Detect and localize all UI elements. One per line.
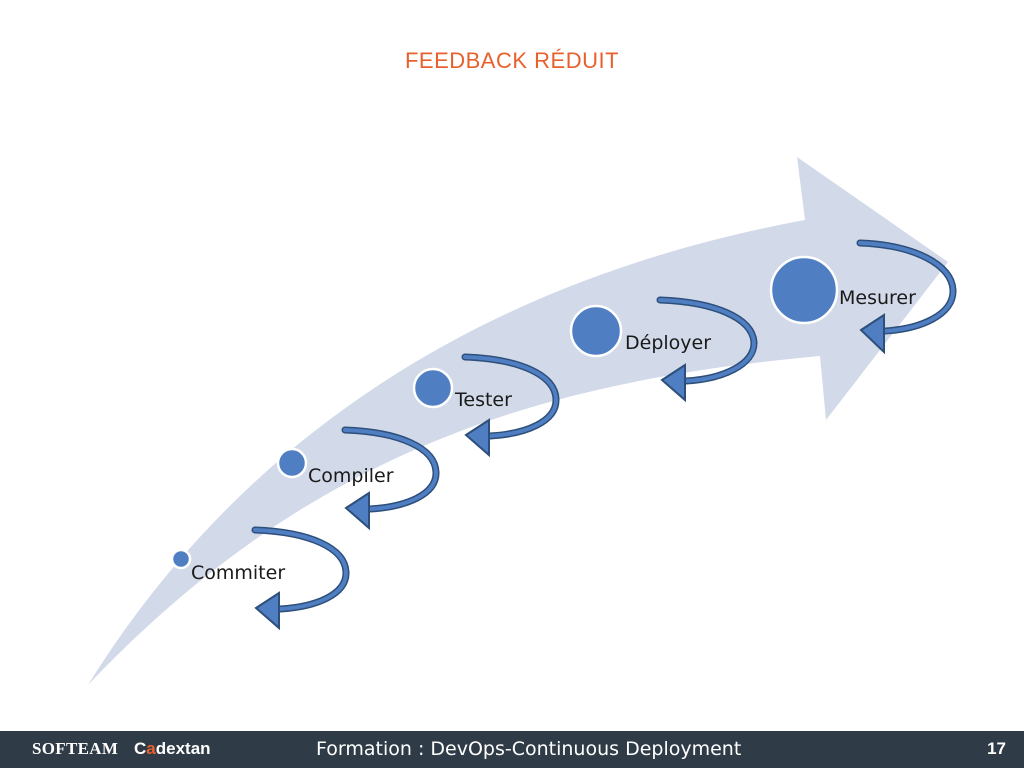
step-label-deployer: Déployer <box>625 332 711 354</box>
feedback-arrow-compiler <box>341 426 440 531</box>
slide-title: FEEDBACK RÉDUIT <box>404 48 620 73</box>
footer-company-name: SOFTEAM <box>32 739 119 758</box>
footer-course-title: Formation : DevOps-Continuous Deployment <box>316 738 742 760</box>
feedback-arrow-commiter <box>251 526 350 631</box>
step-node-mesurer <box>769 255 839 325</box>
step-label-commiter: Commiter <box>191 562 285 584</box>
feedback-arrow-deployer <box>656 296 758 403</box>
footer-brand-name: Cadextan <box>134 739 211 758</box>
footer-bar: SOFTEAM Cadextan Formation : DevOps-Cont… <box>0 731 1024 768</box>
page-number: 17 <box>987 739 1006 758</box>
feedback-arrow-mesurer <box>856 239 957 355</box>
feedback-loop-diagram: Commiter Compiler Tester Déployer Mesure… <box>88 157 957 685</box>
step-node-compiler <box>276 447 308 479</box>
step-node-commiter <box>170 548 192 570</box>
progress-arrow <box>88 157 948 685</box>
step-label-compiler: Compiler <box>308 465 394 487</box>
step-node-deployer <box>569 304 623 358</box>
step-label-tester: Tester <box>454 389 512 411</box>
feedback-arrow-tester <box>461 353 560 458</box>
step-label-mesurer: Mesurer <box>839 287 916 309</box>
step-node-tester <box>412 367 454 409</box>
